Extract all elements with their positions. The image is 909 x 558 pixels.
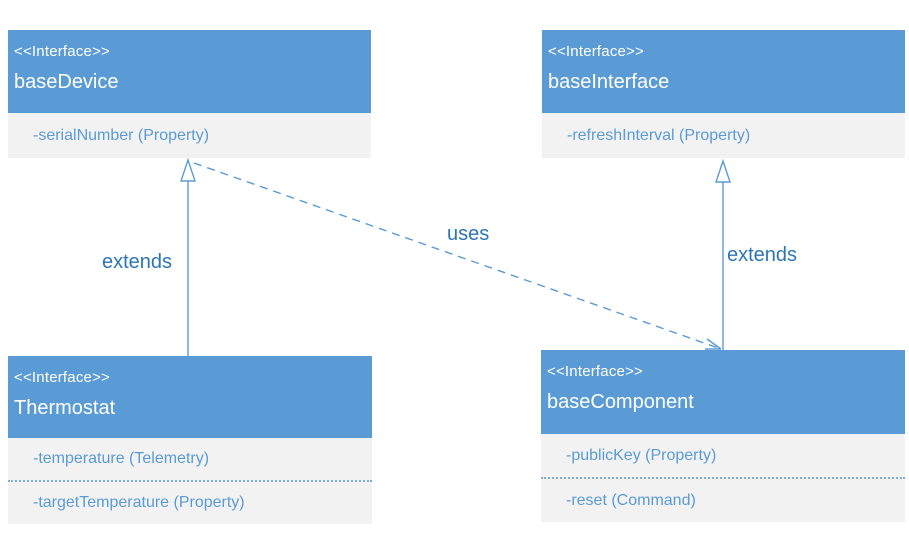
relation-label-extends-right: extends — [727, 244, 798, 266]
interface-node-thermostat: <<Interface>> Thermostat -temperature (T… — [8, 356, 372, 524]
node-header: <<Interface>> baseDevice — [8, 30, 371, 113]
node-body: -publicKey (Property) -reset (Command) — [541, 434, 905, 522]
extends-arrow-thermostat-to-basedevice — [180, 157, 196, 356]
attribute-row: -targetTemperature (Property) — [33, 494, 245, 511]
node-header: <<Interface>> baseInterface — [542, 30, 905, 113]
attribute-row: -refreshInterval (Property) — [567, 126, 751, 144]
node-stereotype: <<Interface>> — [14, 43, 111, 60]
attribute-row: -reset (Command) — [566, 491, 696, 509]
node-stereotype: <<Interface>> — [548, 43, 645, 60]
inheritance-arrowhead-icon — [715, 158, 731, 183]
node-stereotype: <<Interface>> — [547, 363, 644, 380]
node-body: -refreshInterval (Property) — [542, 113, 905, 158]
node-body: -serialNumber (Property) — [8, 113, 371, 158]
interface-node-baseinterface: <<Interface>> baseInterface -refreshInte… — [542, 30, 905, 158]
relation-label-uses: uses — [447, 223, 490, 245]
node-name: Thermostat — [14, 397, 116, 419]
attribute-row: -publicKey (Property) — [566, 446, 717, 464]
node-body: -temperature (Telemetry) -targetTemperat… — [8, 438, 372, 524]
attribute-row: -temperature (Telemetry) — [33, 450, 210, 467]
uses-arrow-basedevice-to-basecomponent — [193, 162, 722, 350]
attribute-row: -serialNumber (Property) — [33, 126, 210, 144]
open-arrowhead-icon — [705, 338, 722, 350]
node-name: baseInterface — [548, 71, 670, 93]
attribute-separator — [541, 477, 905, 479]
node-name: baseComponent — [547, 391, 694, 413]
node-header: <<Interface>> Thermostat — [8, 356, 372, 438]
node-header: <<Interface>> baseComponent — [541, 350, 905, 434]
relation-label-extends-left: extends — [102, 251, 173, 273]
node-name: baseDevice — [14, 71, 119, 93]
inheritance-arrowhead-icon — [180, 157, 196, 182]
interface-node-basecomponent: <<Interface>> baseComponent -publicKey (… — [541, 350, 905, 522]
attribute-separator — [8, 480, 372, 482]
interface-node-basedevice: <<Interface>> baseDevice -serialNumber (… — [8, 30, 371, 158]
node-stereotype: <<Interface>> — [14, 369, 111, 386]
